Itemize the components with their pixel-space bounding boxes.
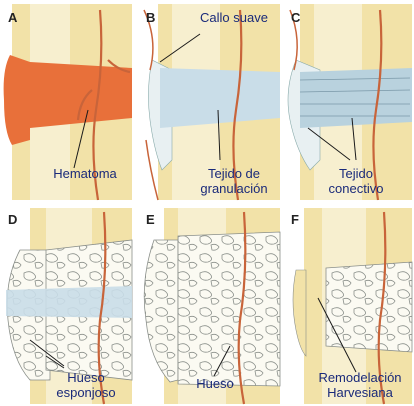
label-callo-suave: Callo suave — [192, 10, 276, 25]
panel-e — [140, 206, 280, 404]
label-hueso: Hueso — [190, 376, 240, 391]
panel-letter-a: A — [8, 10, 17, 25]
label-tejido-conectivo: Tejido conectivo — [320, 166, 392, 196]
hematoma-blob — [4, 55, 30, 145]
bony-callus — [178, 232, 280, 386]
panel-letter-c: C — [291, 10, 300, 25]
connective-tissue — [300, 68, 412, 128]
panel-letter-d: D — [8, 212, 17, 227]
panel-letter-b: B — [146, 10, 155, 25]
label-hueso-esponjoso: Hueso esponjoso — [46, 370, 126, 400]
granulation-tissue — [160, 68, 280, 128]
label-remodelacion-harvesiana: Remodelación Harvesiana — [310, 370, 410, 400]
panel-letter-f: F — [291, 212, 299, 227]
label-tejido-granulacion: Tejido de granulación — [192, 166, 276, 196]
panel-letter-e: E — [146, 212, 155, 227]
label-hematoma: Hematoma — [40, 166, 130, 181]
